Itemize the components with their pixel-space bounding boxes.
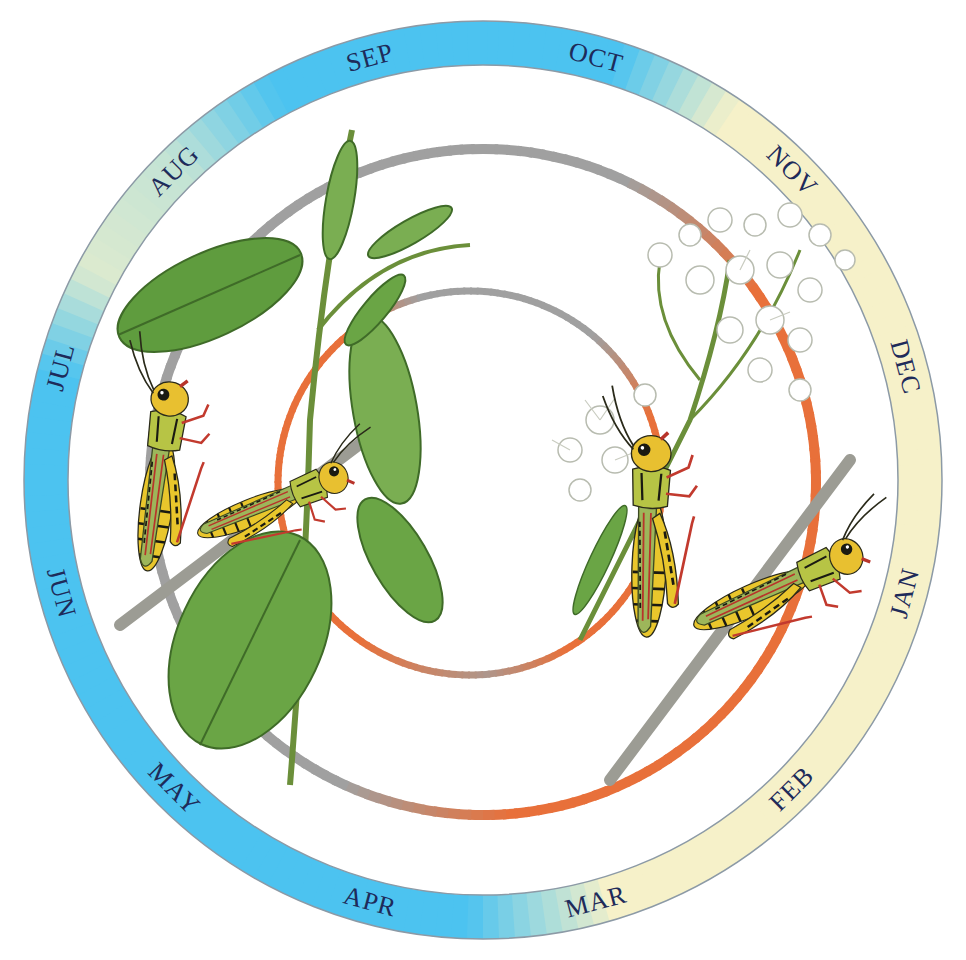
ring-segment xyxy=(471,144,486,154)
month-label: SEP xyxy=(343,39,396,76)
month-label: MAR xyxy=(563,881,630,922)
month-label: DEC xyxy=(885,337,924,397)
season-band xyxy=(46,43,920,917)
month-label: MAY xyxy=(143,758,205,820)
ring-segment xyxy=(463,288,472,295)
band-edge xyxy=(68,65,898,895)
band-edge xyxy=(24,21,942,939)
ring-segment xyxy=(468,21,488,65)
month-label: JAN xyxy=(886,565,924,621)
grasshopper xyxy=(98,330,397,577)
month-label: APR xyxy=(341,883,399,922)
month-label: NOV xyxy=(762,141,822,201)
month-label: FEB xyxy=(765,762,819,816)
month-label: JUN xyxy=(42,565,80,621)
month-label: OCT xyxy=(566,38,626,77)
month-label: AUG xyxy=(144,141,204,201)
grasshopper xyxy=(594,385,919,663)
month-label: JUL xyxy=(42,340,79,393)
